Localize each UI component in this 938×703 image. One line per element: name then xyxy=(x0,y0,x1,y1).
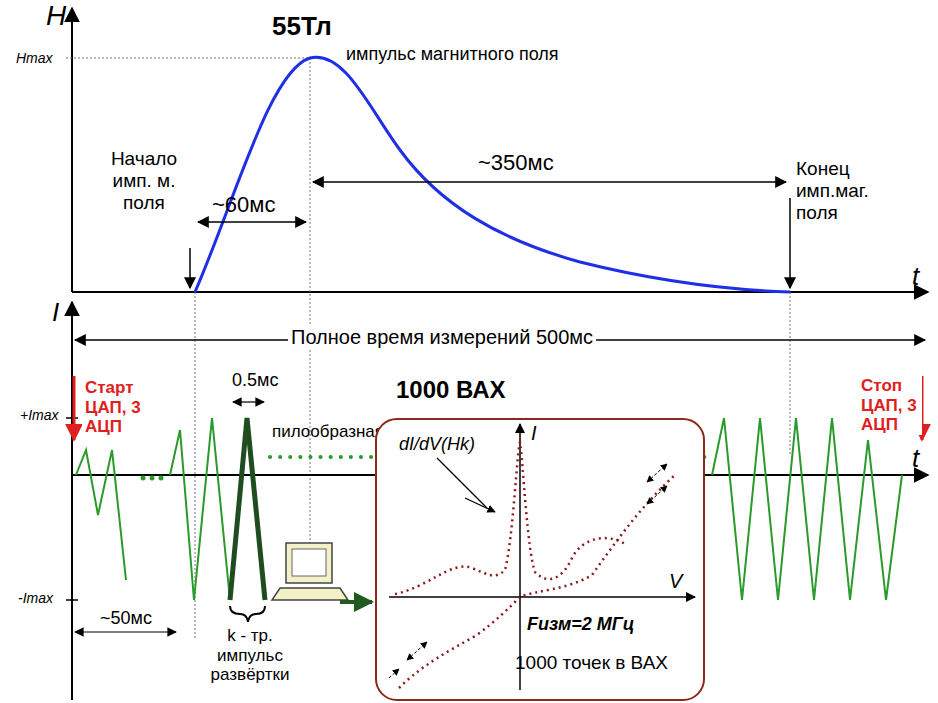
inset-text: Fизм=2 МГц xyxy=(527,614,634,635)
chart-label: ~50мс xyxy=(100,608,152,629)
chart-label: +Imax xyxy=(20,407,59,423)
chart-label: импульс магнитного поля xyxy=(346,44,576,65)
chart-label: -Imax xyxy=(18,590,53,606)
chart-label: 55Тл xyxy=(272,12,332,42)
chart-label: I xyxy=(52,298,59,328)
inset-text: dI/dV(Hk) xyxy=(399,434,475,455)
chart-label: Стоп ЦАП, 3 АЦП xyxy=(858,376,922,435)
chart-label: 1000 ВАХ xyxy=(396,376,506,404)
chart-label: k - тр. импульс развёртки xyxy=(196,626,304,685)
chart-label: t xyxy=(912,444,919,474)
inset-text: 1000 точек в ВАХ xyxy=(515,652,668,674)
chart-label: Начало имп. м. поля xyxy=(96,148,192,214)
chart-label: t xyxy=(912,262,919,292)
inset-text: I xyxy=(531,422,537,445)
chart-label: Hmax xyxy=(16,50,53,66)
chart-label: 0.5мс xyxy=(232,370,278,391)
chart-label: ~350мс xyxy=(478,150,554,175)
chart-label: Конец имп.маг. поля xyxy=(796,158,908,224)
inset-panel: dI/dV(Hk) I V Fизм=2 МГц 1000 точек в ВАХ xyxy=(375,418,705,701)
chart-label: ~60мс xyxy=(212,192,275,217)
chart-label: H xyxy=(46,0,66,32)
inset-text: V xyxy=(669,570,682,593)
chart-label: Полное время измерений 500мс xyxy=(288,326,596,349)
chart-label: Старт ЦАП, 3 АЦП xyxy=(82,378,146,437)
